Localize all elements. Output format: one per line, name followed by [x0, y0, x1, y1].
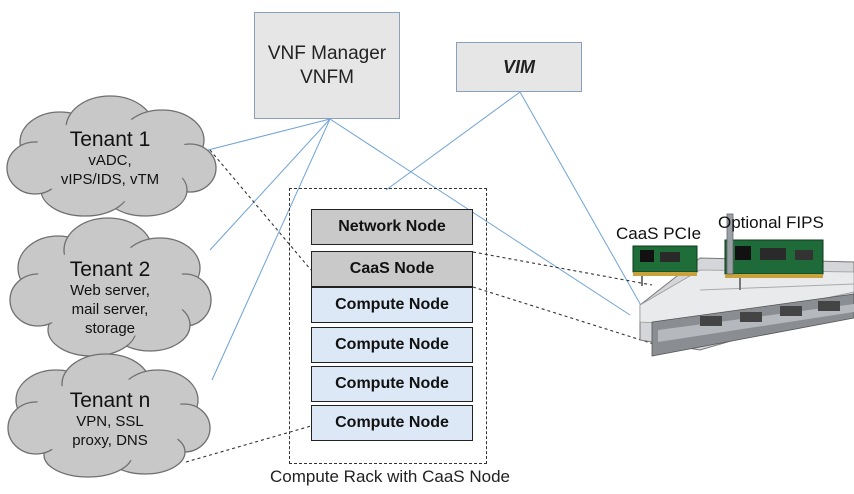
tenant-2-line-1: Web server,	[70, 282, 150, 300]
network-node: Network Node	[311, 209, 473, 245]
tenant-1-line-1: vADC,	[88, 152, 132, 170]
fips-label: Optional FIPS	[718, 213, 824, 232]
tenant-2-title: Tenant 2	[69, 258, 151, 281]
compute-node-3: Compute Node	[311, 366, 473, 402]
dashed-caas-server-top	[472, 251, 653, 286]
vim-box: VIM	[456, 42, 582, 92]
compute-node-2: Compute Node	[311, 327, 473, 363]
link-vnfm-server	[329, 118, 631, 316]
tenant-n-line-1: VPN, SSL	[76, 413, 144, 431]
compute-node-1: Compute Node	[311, 287, 473, 323]
tenant-2-line-3: storage	[84, 319, 136, 337]
vnfm-line2: VNFM	[300, 66, 354, 88]
link-vnfm-tenant2	[209, 118, 331, 251]
caas-node: CaaS Node	[311, 251, 473, 287]
link-vnfm-tenant1	[207, 118, 331, 151]
tenant-1-line-2: vIPS/IDS, vTM	[60, 170, 160, 188]
compute-node-4: Compute Node	[311, 405, 473, 441]
cloud-tenant-2	[9, 217, 212, 357]
tenant-n-text: Tenant n VPN, SSL proxy, DNS	[30, 388, 190, 451]
dashed-tenantn-rack	[185, 425, 312, 463]
tenant-2-text: Tenant 2 Web server, mail server, storag…	[30, 257, 190, 338]
vim-label: VIM	[502, 56, 535, 77]
tenant-n-title: Tenant n	[69, 389, 151, 412]
fips-card	[724, 213, 824, 290]
cloud-tenant-1	[6, 95, 217, 217]
link-vim-server	[519, 91, 656, 331]
dashed-caas-server-bottom	[472, 286, 661, 347]
tenant-2-line-2: mail server,	[71, 300, 149, 318]
link-vim-rack	[385, 91, 521, 191]
tenant-1-text: Tenant 1 vADC, vIPS/IDS, vTM	[30, 127, 190, 190]
server-chassis	[639, 257, 854, 357]
dashed-tenant1-caas	[209, 149, 312, 271]
compute-rack	[289, 188, 487, 464]
caas-pcie-card	[632, 245, 698, 286]
vnfm-box: VNF Manager VNFM	[254, 12, 400, 119]
vnfm-line1: VNF Manager	[267, 42, 387, 64]
tenant-1-title: Tenant 1	[69, 128, 151, 151]
caas-pcie-label: CaaS PCIe	[616, 224, 702, 243]
link-vnfm-tenantn	[211, 118, 331, 381]
rack-caption: Compute Rack with CaaS Node	[269, 467, 510, 486]
tenant-n-line-2: proxy, DNS	[72, 431, 148, 449]
cloud-tenant-n	[7, 353, 211, 478]
